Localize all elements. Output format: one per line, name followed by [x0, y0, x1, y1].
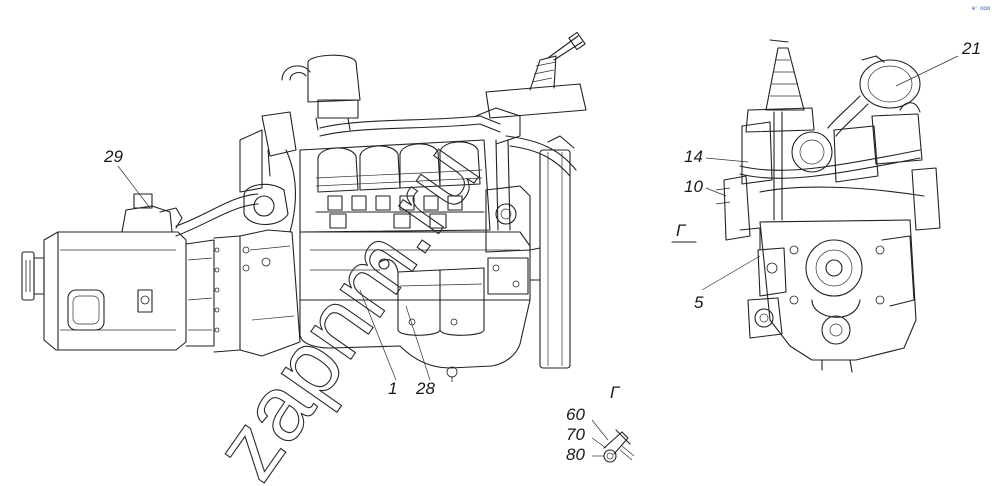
view-g-arrow-label: Г — [676, 221, 687, 240]
gearbox-body — [43, 231, 241, 353]
front-pulley — [529, 149, 571, 369]
shift-mechanism — [121, 193, 259, 237]
corner-mark: e⁻ ooo — [972, 6, 991, 12]
callout-28: 28 — [415, 379, 435, 398]
callout-1: 1 — [388, 379, 397, 398]
injection-pump — [485, 185, 531, 295]
engine-side-view — [21, 31, 587, 382]
callout-14: 14 — [684, 147, 703, 166]
callout-21: 21 — [961, 39, 981, 58]
front-starter — [739, 227, 787, 339]
engine-block — [299, 231, 531, 382]
leader-lines — [117, 55, 959, 457]
air-intake — [505, 135, 577, 177]
front-gear-lever — [745, 39, 815, 133]
callout-10: 10 — [684, 177, 703, 196]
bellhousing — [239, 229, 301, 357]
output-flange — [21, 251, 45, 301]
front-block — [759, 219, 917, 373]
front-cylinder-heads — [741, 102, 923, 221]
engine-front-view — [715, 39, 941, 373]
callout-80: 80 — [566, 445, 585, 464]
turbocharger — [239, 111, 297, 233]
callout-70: 70 — [566, 425, 585, 444]
callout-60: 60 — [566, 405, 585, 424]
fuel-filters — [378, 258, 485, 336]
callout-5: 5 — [694, 293, 704, 312]
callout-29: 29 — [103, 147, 123, 166]
front-pipes — [715, 149, 941, 241]
view-g-detail — [603, 429, 635, 463]
view-g-title: Г — [610, 383, 621, 402]
cylinder-heads — [299, 139, 491, 233]
gear-lever — [485, 31, 587, 119]
air-filter-housing — [827, 55, 921, 137]
